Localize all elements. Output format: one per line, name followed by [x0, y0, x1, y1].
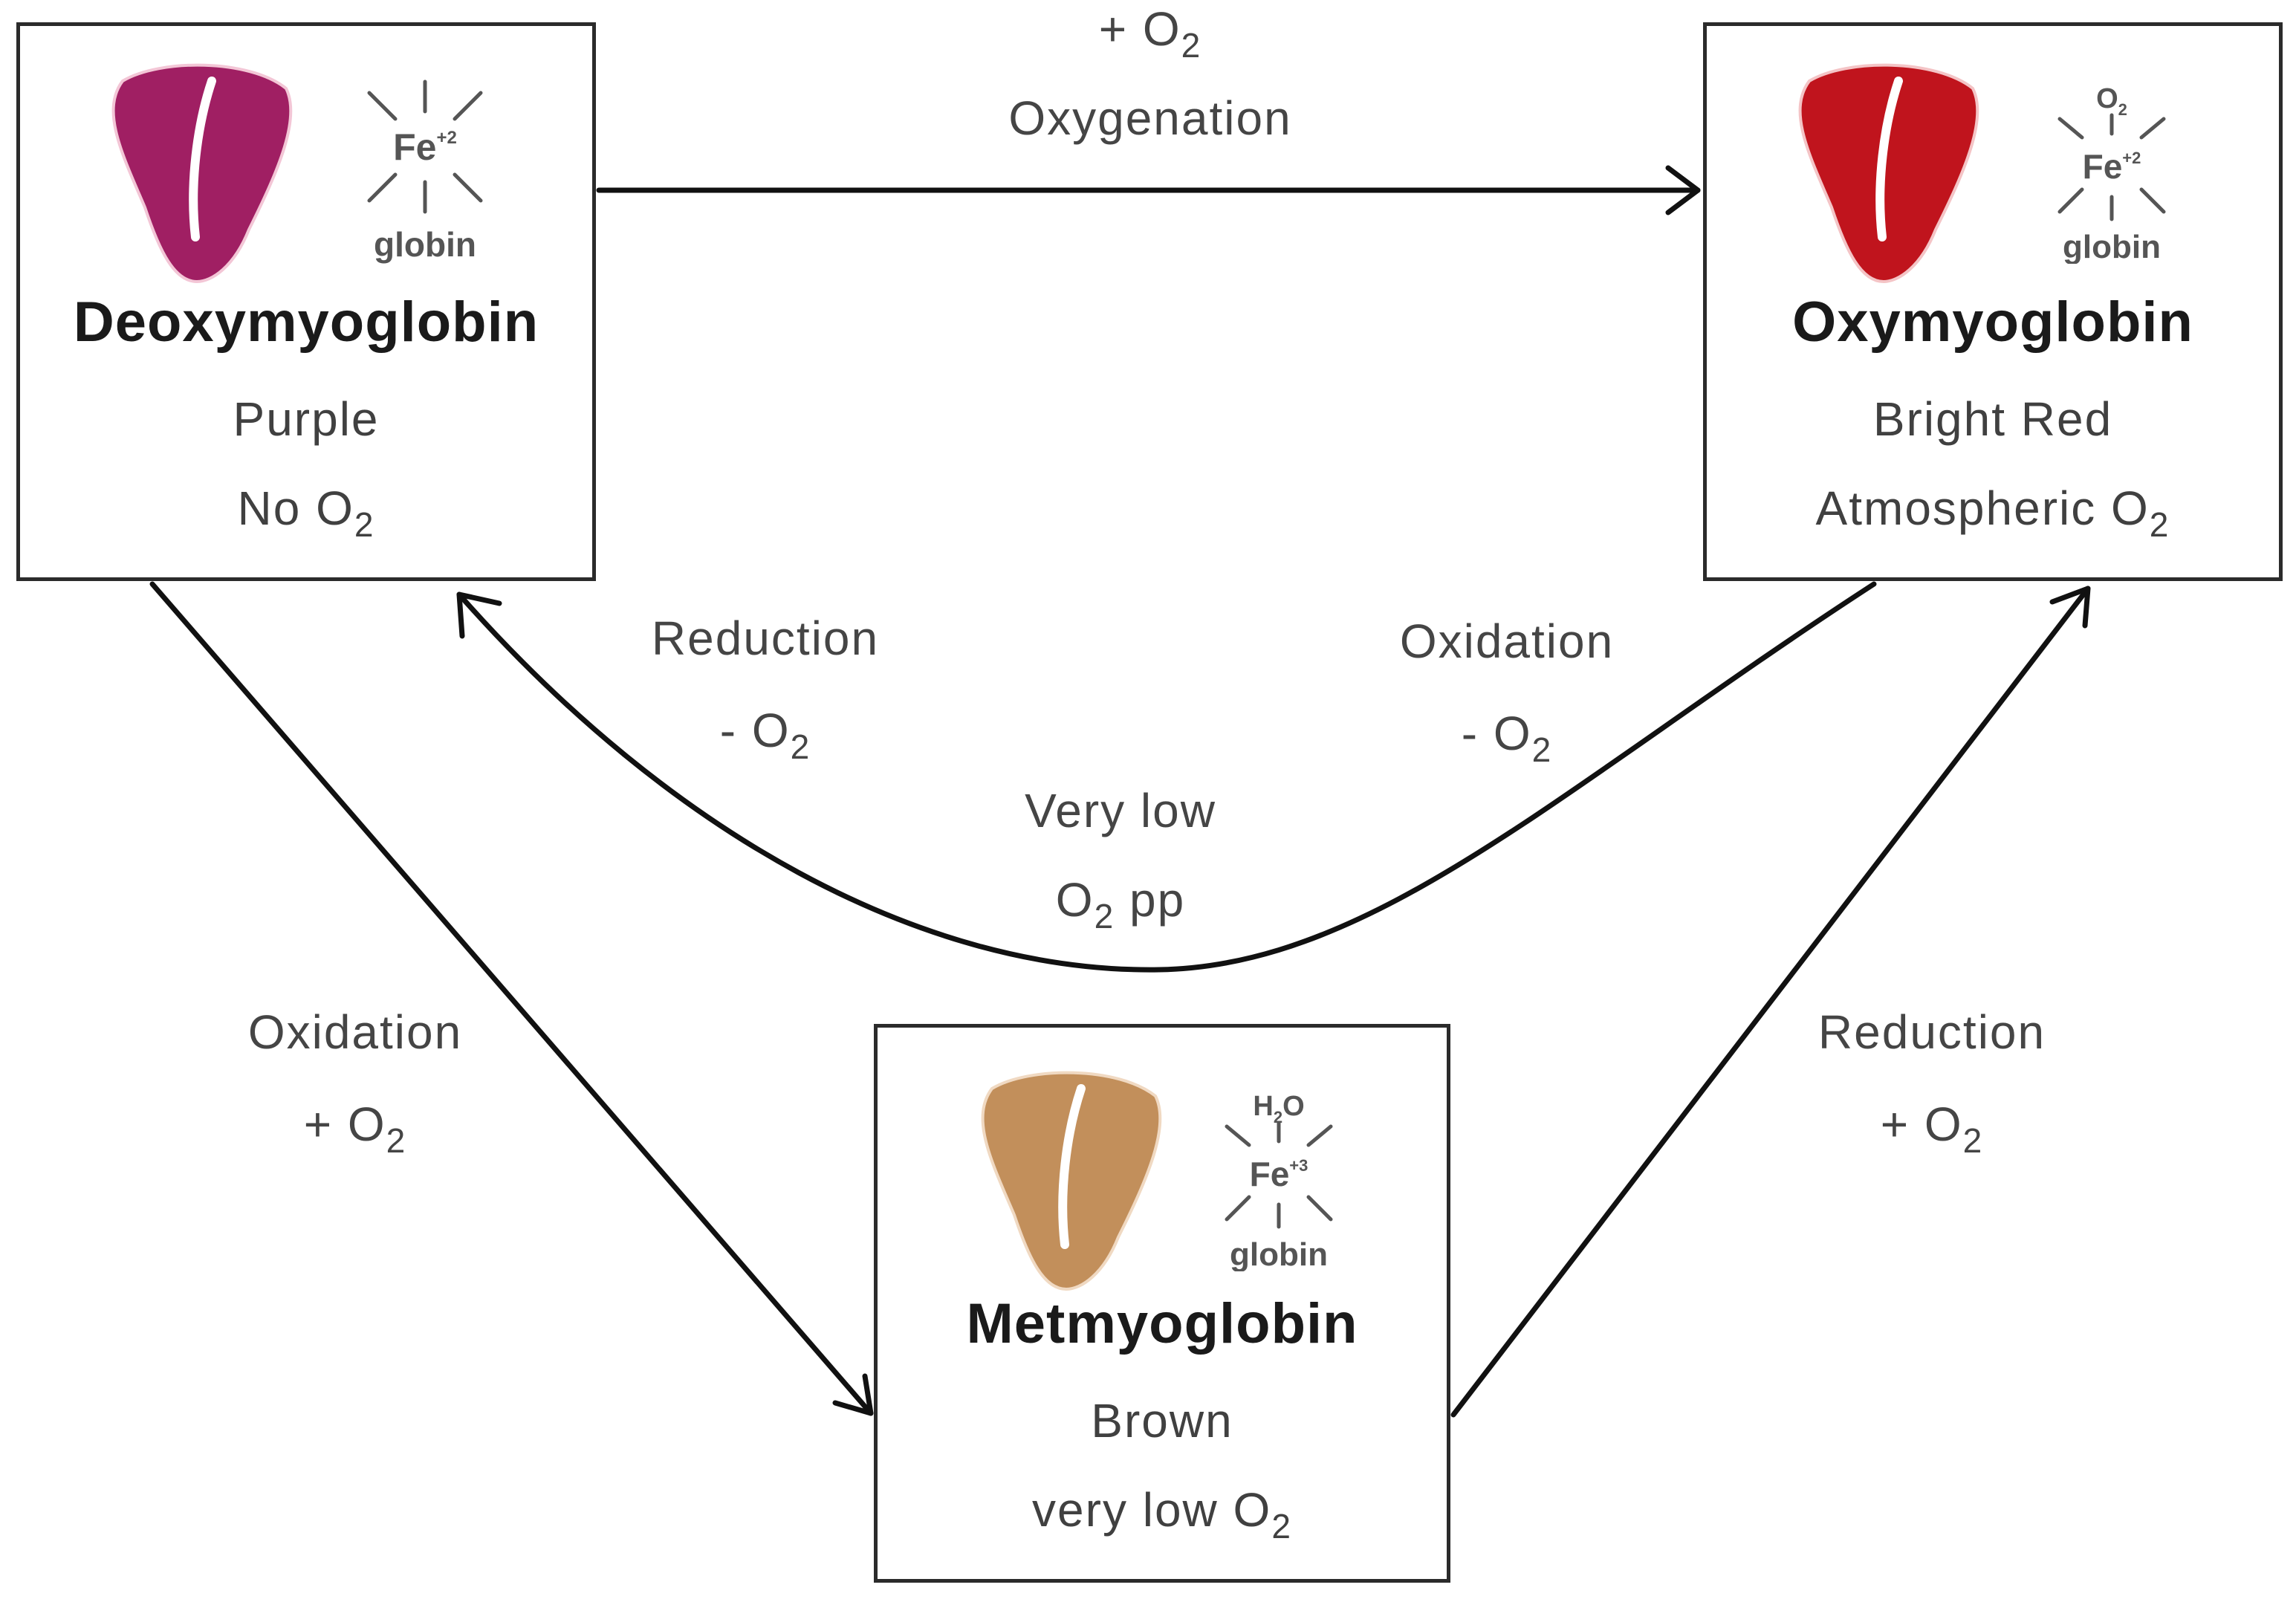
- meat-cut-icon: [981, 1071, 1162, 1291]
- reduction-right-label: Reduction: [1817, 1005, 2046, 1059]
- meat-cut-icon: [111, 63, 293, 284]
- state-oxygen-label: very low O2: [1032, 1483, 1292, 1546]
- o2-pp-label: O2 pp: [1055, 873, 1186, 935]
- state-color-label: Bright Red: [1872, 392, 2113, 446]
- oxidation-left-o2-label: + O2: [303, 1097, 407, 1160]
- oxymyoglobin-box: O2 Fe+2 globin Oxymyoglobin Bright Red A…: [1703, 22, 2283, 581]
- state-oxygen-label: Atmospheric O2: [1815, 481, 2170, 544]
- very-low-label: Very low: [1025, 784, 1216, 837]
- reduction-curve-o2-label: - O2: [719, 704, 811, 766]
- svg-text:globin: globin: [1230, 1236, 1328, 1271]
- metmyoglobin-box: H2O Fe+3 globin Metmyoglobin Brown very …: [874, 1024, 1450, 1583]
- oxidation-left-label: Oxidation: [247, 1005, 463, 1059]
- arrowhead-oxidation-left: [832, 1373, 874, 1416]
- oxidation-curve-label: Oxidation: [1399, 614, 1615, 668]
- arrowhead-low-oxygen-curve: [456, 591, 502, 639]
- state-name: Metmyoglobin: [966, 1292, 1358, 1355]
- reduction-curve-label: Reduction: [651, 612, 880, 665]
- oxygenation-o2-label: + O2: [1098, 2, 1202, 65]
- arrow-oxidation-left: [149, 581, 874, 1416]
- arrow-reduction-right: [1450, 586, 2091, 1418]
- state-oxygen-label: No O2: [237, 481, 375, 544]
- svg-text:Fe+2: Fe+2: [393, 126, 457, 168]
- state-color-label: Brown: [1091, 1394, 1233, 1447]
- deoxymyoglobin-box: Fe+2 globin Deoxymyoglobin Purple No O2: [16, 22, 596, 581]
- reduction-right-o2-label: + O2: [1880, 1097, 1984, 1160]
- arrow-low-oxygen-curve: [456, 581, 1877, 973]
- svg-text:Fe+2: Fe+2: [2083, 147, 2141, 186]
- arrowhead-oxygenation: [1665, 165, 1701, 215]
- state-color-label: Purple: [233, 392, 380, 446]
- svg-text:Fe+3: Fe+3: [1250, 1155, 1308, 1193]
- meat-cut-icon: [1798, 63, 1979, 284]
- arrowhead-reduction-right: [2049, 586, 2091, 629]
- state-name: Oxymyoglobin: [1792, 291, 2193, 354]
- heme-iron-icon: Fe+2 globin: [367, 80, 483, 264]
- heme-iron-icon: H2O Fe+3 globin: [1225, 1091, 1333, 1271]
- oxygenation-label: Oxygenation: [1008, 91, 1292, 145]
- svg-text:globin: globin: [2063, 229, 2161, 264]
- svg-text:globin: globin: [374, 225, 476, 264]
- heme-iron-icon: O2 Fe+2 globin: [2057, 83, 2166, 264]
- state-name: Deoxymyoglobin: [73, 291, 539, 354]
- oxidation-curve-o2-label: - O2: [1461, 707, 1553, 769]
- svg-text:H2O: H2O: [1253, 1091, 1304, 1126]
